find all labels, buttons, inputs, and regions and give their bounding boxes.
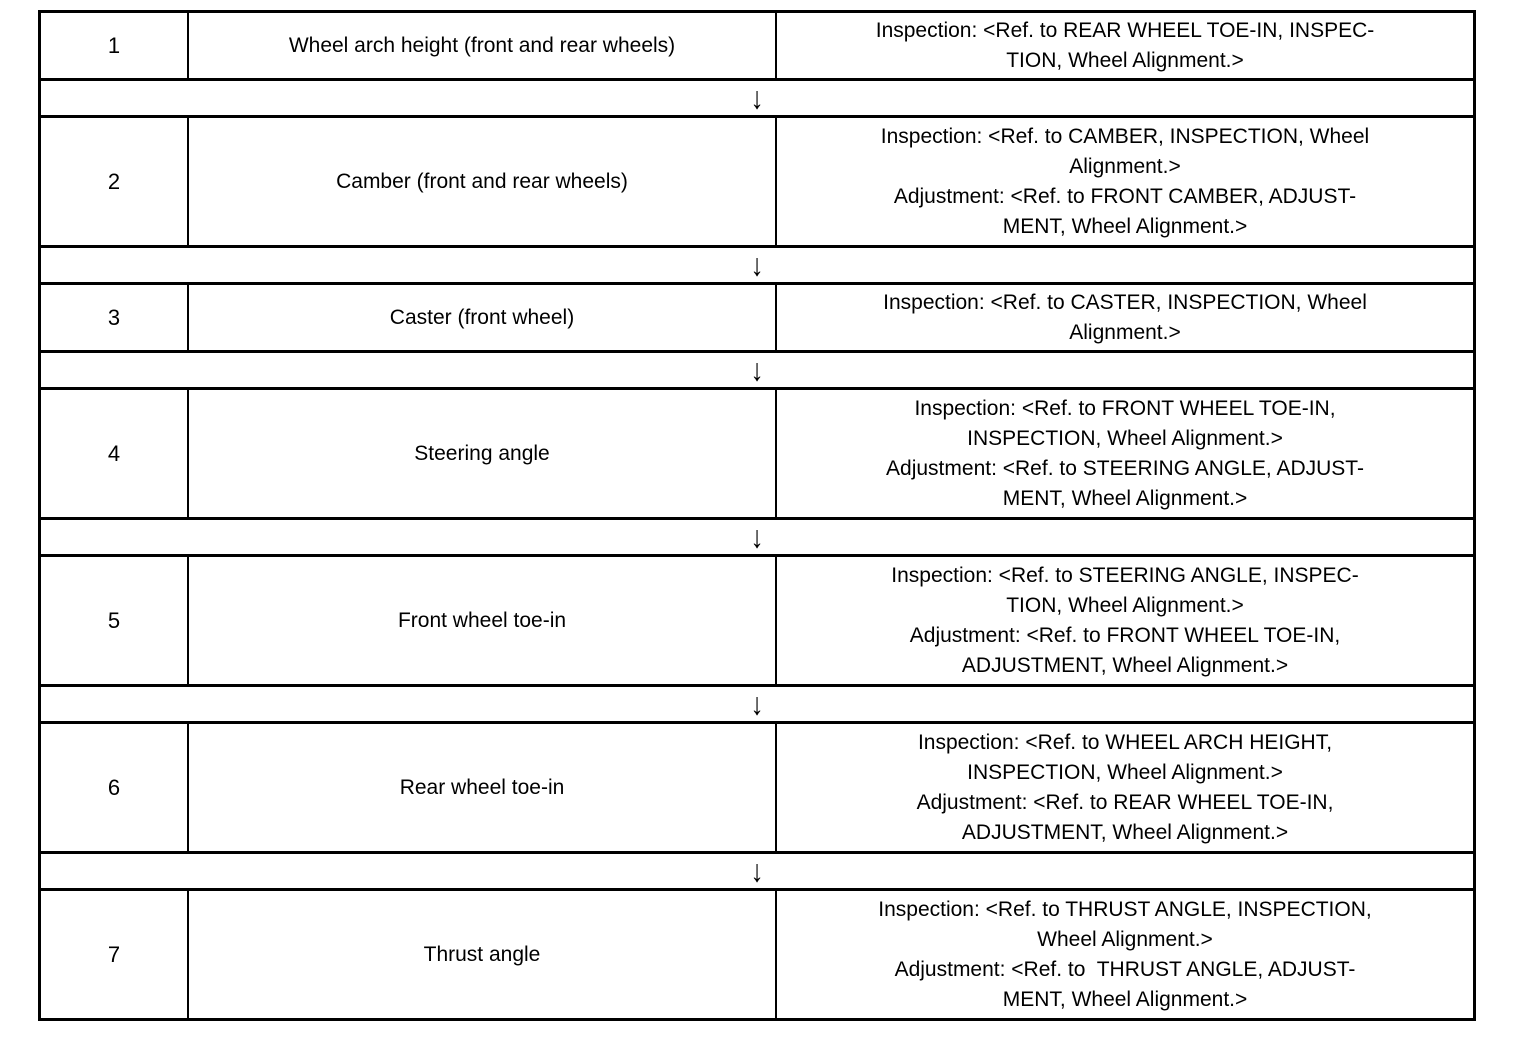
step-row-3: 3 Caster (front wheel) Inspection: <Ref.… xyxy=(41,285,1473,353)
flow-arrow-row: ↓ xyxy=(41,248,1473,285)
step-row-5: 5 Front wheel toe-in Inspection: <Ref. t… xyxy=(41,557,1473,687)
step-number: 1 xyxy=(41,13,189,78)
step-item: Rear wheel toe-in xyxy=(189,724,777,851)
flow-arrow-row: ↓ xyxy=(41,687,1473,724)
flow-arrow-row: ↓ xyxy=(41,854,1473,891)
down-arrow-icon: ↓ xyxy=(750,519,764,554)
step-reference: Inspection: <Ref. to CASTER, INSPECTION,… xyxy=(883,290,1367,344)
step-number: 2 xyxy=(41,118,189,245)
down-arrow-icon: ↓ xyxy=(750,686,764,721)
step-reference: Inspection: <Ref. to STEERING ANGLE, INS… xyxy=(891,563,1359,677)
step-item: Camber (front and rear wheels) xyxy=(189,118,777,245)
down-arrow-icon: ↓ xyxy=(750,352,764,387)
flow-arrow-row: ↓ xyxy=(41,353,1473,390)
step-row-2: 2 Camber (front and rear wheels) Inspect… xyxy=(41,118,1473,248)
step-reference: Inspection: <Ref. to WHEEL ARCH HEIGHT, … xyxy=(916,730,1334,844)
alignment-procedure-flow-table: 1 Wheel arch height (front and rear whee… xyxy=(38,10,1476,1021)
step-number: 7 xyxy=(41,891,189,1018)
step-row-1: 1 Wheel arch height (front and rear whee… xyxy=(41,13,1473,81)
step-number: 3 xyxy=(41,285,189,350)
step-row-6: 6 Rear wheel toe-in Inspection: <Ref. to… xyxy=(41,724,1473,854)
step-number: 4 xyxy=(41,390,189,517)
step-item: Caster (front wheel) xyxy=(189,285,777,350)
step-reference: Inspection: <Ref. to THRUST ANGLE, INSPE… xyxy=(878,897,1372,1011)
step-row-7: 7 Thrust angle Inspection: <Ref. to THRU… xyxy=(41,891,1473,1018)
step-number: 5 xyxy=(41,557,189,684)
step-item: Front wheel toe-in xyxy=(189,557,777,684)
step-item: Wheel arch height (front and rear wheels… xyxy=(189,13,777,78)
step-row-4: 4 Steering angle Inspection: <Ref. to FR… xyxy=(41,390,1473,520)
flow-arrow-row: ↓ xyxy=(41,520,1473,557)
down-arrow-icon: ↓ xyxy=(750,247,764,282)
step-reference: Inspection: <Ref. to REAR WHEEL TOE-IN, … xyxy=(875,18,1375,72)
step-reference: Inspection: <Ref. to CAMBER, INSPECTION,… xyxy=(880,124,1370,238)
step-item: Thrust angle xyxy=(189,891,777,1018)
step-number: 6 xyxy=(41,724,189,851)
flow-arrow-row: ↓ xyxy=(41,81,1473,118)
step-reference: Inspection: <Ref. to FRONT WHEEL TOE-IN,… xyxy=(886,396,1364,510)
step-item: Steering angle xyxy=(189,390,777,517)
down-arrow-icon: ↓ xyxy=(750,853,764,888)
down-arrow-icon: ↓ xyxy=(750,80,764,115)
